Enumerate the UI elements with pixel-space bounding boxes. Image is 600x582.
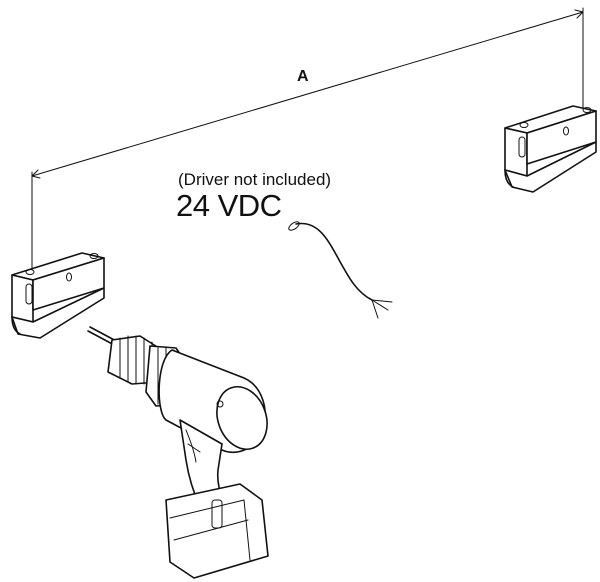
right-bracket-icon bbox=[504, 105, 597, 193]
dimension-line bbox=[31, 7, 584, 269]
left-bracket-icon bbox=[11, 252, 105, 339]
dimension-label: A bbox=[297, 68, 309, 85]
driver-note-label: (Driver not included) bbox=[178, 170, 332, 189]
cordless-drill-icon bbox=[87, 326, 269, 579]
voltage-label: 24 VDC bbox=[176, 188, 282, 223]
power-cable-icon bbox=[288, 221, 393, 319]
